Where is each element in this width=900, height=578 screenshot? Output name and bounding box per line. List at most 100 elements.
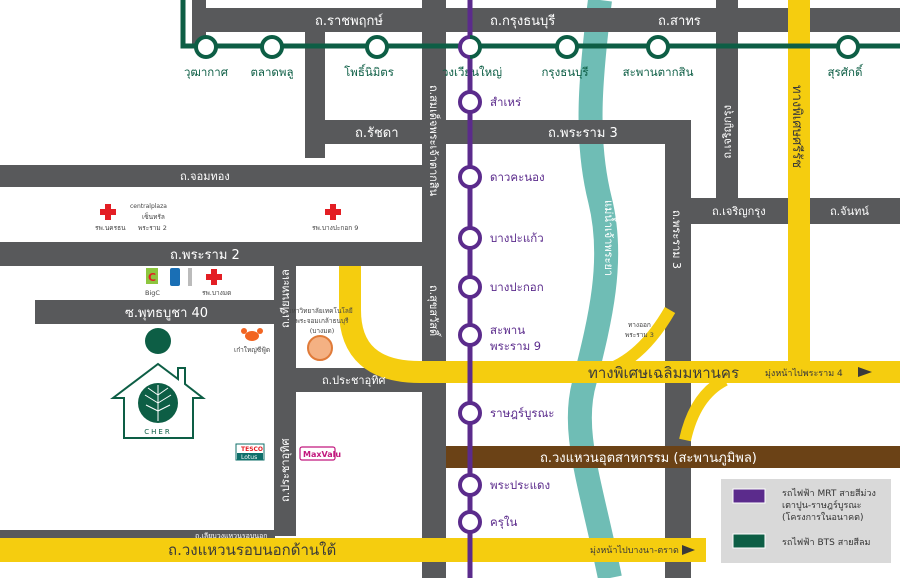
label-sathorn: ถ.สาทร	[658, 14, 701, 29]
legend-mrt-line2: เตาปูน-ราษฎร์บูรณะ	[782, 499, 862, 511]
mrt-station-label: บางปะแก้ว	[490, 231, 544, 245]
bts-station-marker	[194, 35, 218, 59]
expressway-exit-lower	[679, 374, 728, 442]
mrt-station-label: สะพาน	[490, 323, 525, 337]
poi-kmutt-line3: (บางมด)	[310, 327, 335, 335]
mrt-station-label: สำเหร่	[490, 95, 521, 109]
label-chalerm-maha-nakhon: ทางพิเศษเฉลิมมหานคร	[588, 364, 739, 382]
mrt-station-marker	[458, 226, 482, 250]
bts-station-label: กรุงธนบุรี	[541, 65, 588, 79]
store-logo-small	[188, 268, 192, 286]
mrt-station-marker	[458, 90, 482, 114]
bigc-c-icon: C	[148, 271, 156, 284]
lotus-band	[237, 453, 263, 460]
road-charoenkrung-chan	[665, 198, 900, 224]
legend-mrt-line3: (โครงการในอนาคต)	[782, 512, 863, 523]
legend-mrt-line1: รถไฟฟ้า MRT สายสีม่วง	[782, 488, 876, 499]
expressway-exit-rama3	[598, 306, 676, 378]
house-outline-icon	[110, 362, 206, 439]
mrt-stations	[458, 90, 482, 534]
bts-stations	[194, 35, 860, 59]
project-logo: CHER	[110, 328, 206, 439]
label-chomthong: ถ.จอมทอง	[180, 170, 230, 183]
mrt-station-label: พระราม 9	[490, 339, 541, 353]
label-industrial-ring: ถ.วงแหวนอุตสาหกรรม (สะพานภูมิพล)	[540, 451, 757, 466]
arrow-right-icon	[858, 367, 872, 377]
label-outer-parallel: ถ.เลียบวงแหวนรอบนอก	[195, 532, 268, 540]
label-rama2: ถ.พระราม 2	[170, 248, 240, 263]
label-ratchada: ถ.รัชดา	[355, 126, 399, 141]
bts-station-marker	[365, 35, 389, 59]
poi-lotus: Lotus	[241, 454, 257, 461]
mrt-station-marker	[458, 323, 482, 347]
poi-kmutt-line1: มหาวิทยาลัยเทคโนโลยี	[287, 307, 353, 315]
label-to-bangna-trat: มุ่งหน้าไปบางนา-ตราด	[590, 545, 679, 556]
poi-central-brand: centralplaza	[130, 203, 167, 210]
mrt-station-label: ดาวคะนอง	[490, 170, 545, 184]
poi-hospital-bangpakok9: รพ.บางปะกอก 9	[312, 224, 358, 232]
label-sirat: ทางพิเศษศรีรัช	[789, 85, 805, 168]
road-vertical-right	[716, 0, 738, 210]
road-thianthale	[274, 266, 296, 536]
chao-phraya-river	[567, 0, 622, 578]
expressway-outer-ring-south	[0, 538, 706, 562]
mrt-station-label: ราษฎร์บูรณะ	[490, 406, 554, 420]
label-ratchaphruek: ถ.ราชพฤกษ์	[315, 13, 383, 29]
bts-station-marker	[260, 35, 284, 59]
maxvalu-logo	[299, 446, 336, 461]
road-ratchada-rama3	[305, 120, 690, 144]
road-rama3-vertical	[665, 120, 691, 578]
legend-bts-swatch	[732, 533, 766, 549]
road-chomthong	[0, 165, 422, 187]
bts-station-label: ตลาดพลู	[250, 65, 293, 79]
bts-station-label: โพธิ์นิมิตร	[344, 63, 394, 79]
arrow-right-icon	[682, 545, 695, 555]
legend-bts: รถไฟฟ้า BTS สายสีลม	[782, 537, 871, 548]
interchange-station-marker	[469, 35, 482, 59]
label-rama3-vertical: ถ.พระราม 3	[670, 210, 683, 269]
mrt-station-marker	[458, 275, 482, 299]
hospital-icon	[100, 204, 116, 220]
kmutt-seal-icon	[307, 335, 333, 361]
location-dot	[145, 328, 171, 354]
label-taksin: ถ.สมเด็จพระเจ้าตากสิน	[427, 85, 441, 197]
legend: รถไฟฟ้า MRT สายสีม่วง เตาปูน-ราษฎร์บูรณะ…	[721, 479, 891, 563]
road-phutthabucha	[35, 300, 275, 324]
hospital-icon	[206, 269, 222, 285]
poi-bigc: BigC	[145, 289, 160, 297]
label-exit-rama3-2: พระราม 3	[625, 331, 654, 339]
label-chan: ถ.จันทน์	[830, 205, 869, 218]
label-prachauthit: ถ.ประชาอุทิศ	[322, 374, 385, 387]
label-phutthabucha: ซ.พุทธบูชา 40	[125, 306, 208, 321]
bts-station-marker	[555, 35, 579, 59]
label-suksawat: ถ.สุขสวัสดิ์	[427, 285, 442, 338]
project-name: CHER	[144, 428, 171, 436]
hospital-icon	[325, 204, 341, 220]
label-outer-ring-south: ถ.วงแหวนรอบนอกด้านใต้	[168, 541, 336, 559]
expressway-chalerm-curve	[339, 266, 900, 383]
legend-mrt-swatch	[732, 488, 766, 504]
label-krungthonburi: ถ.กรุงธนบุรี	[490, 13, 555, 29]
bts-station-marker	[836, 35, 860, 59]
poi-central-line1: เซ็นทรัล	[142, 212, 165, 221]
mrt-station-marker	[458, 165, 482, 189]
mrt-station-label: พระประแดง	[490, 478, 550, 492]
label-thianthale: ถ.เทียนทะเล	[279, 269, 292, 328]
poi-seafood: เก๋าใหญ่ซีฟู้ด	[234, 346, 270, 354]
poi-kmutt-line2: พระจอมเกล้าธนบุรี	[295, 317, 349, 325]
label-rama3: ถ.พระราม 3	[548, 126, 618, 141]
store-logo-blue	[170, 268, 180, 286]
bts-station-label: วุฒากาศ	[184, 65, 229, 79]
bigc-logo	[146, 268, 158, 284]
label-to-rama4: มุ่งหน้าไปพระราม 4	[765, 368, 843, 379]
label-charoenkrung-vertical: ถ.เจริญกรุง	[721, 105, 734, 159]
mrt-station-label: บางปะกอก	[490, 280, 544, 294]
interchange-station-marker	[458, 35, 471, 59]
bts-station-label: สะพานตากสิน	[623, 65, 694, 79]
interchange-fill	[462, 39, 478, 55]
label-charoenkrung: ถ.เจริญกรุง	[712, 205, 766, 218]
bts-station-marker	[646, 35, 670, 59]
road-taksin	[422, 0, 446, 578]
poi-maxvalu: MaxValu	[303, 450, 341, 459]
